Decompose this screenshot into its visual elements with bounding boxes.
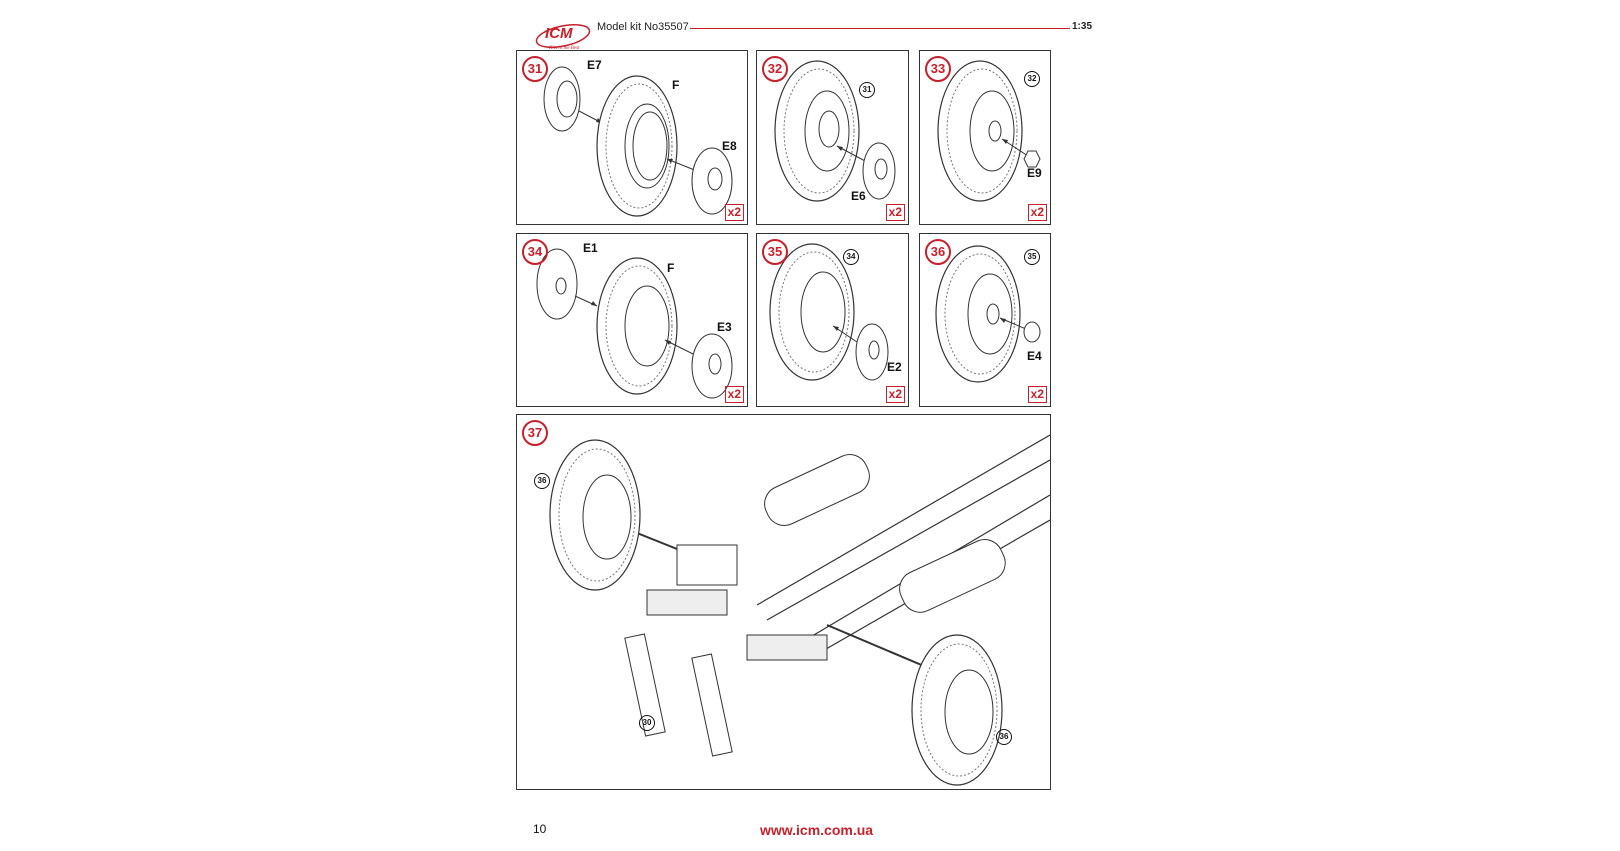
part-label: E9 [1027,166,1042,180]
website-link[interactable]: www.icm.com.ua [760,822,874,838]
wheel-assembly-illustration [774,60,896,202]
step-number-badge: 36 [925,239,951,265]
previous-step-ref: 34 [843,249,859,265]
step-36-panel: 36 35 E4 x2 [919,233,1051,407]
part-label: E8 [722,139,737,153]
logo-text: ICM [545,25,573,42]
step-32-panel: 32 31 E6 x2 [756,50,909,225]
step-35-panel: 35 34 E2 x2 [756,233,909,407]
part-label: F [667,261,675,275]
previous-step-ref: 30 [639,715,655,731]
part-label: E7 [587,58,602,72]
icm-logo: ICM Kits in the Best [535,20,593,52]
previous-step-ref: 31 [859,82,875,98]
previous-step-ref: 35 [1024,249,1040,265]
part-label: E2 [887,360,902,374]
wheel-assembly-illustration [536,248,733,399]
page-number: 10 [533,822,547,836]
quantity-multiplier: x2 [1027,204,1047,221]
quantity-multiplier: x2 [885,204,905,221]
part-label: E4 [1027,349,1042,363]
previous-step-ref: 32 [1024,71,1040,87]
step-33-panel: 33 32 E9 x2 [919,50,1051,225]
step-number-badge: 32 [762,56,788,82]
quantity-multiplier: x2 [724,386,744,403]
step-number-badge: 34 [522,239,548,265]
wheel-assembly-illustration [543,66,733,217]
step-number-badge: 31 [522,56,548,82]
quantity-multiplier: x2 [885,386,905,403]
kit-number: Model kit No35507 [597,21,689,33]
scale-label: 1:35 [1072,21,1093,32]
part-label: E1 [583,241,598,255]
wheel-assembly-illustration [937,60,1041,202]
step-number-badge: 33 [925,56,951,82]
step-31-panel: 31 E7 F E8 x2 [516,50,748,225]
header-divider [690,28,1070,29]
step-number-badge: 37 [522,420,548,446]
quantity-multiplier: x2 [724,204,744,221]
step-34-panel: 34 E1 F E3 x2 [516,233,748,407]
quantity-multiplier: x2 [1027,386,1047,403]
logo-tagline: Kits in the Best [548,46,580,51]
part-label: E3 [717,320,732,334]
wheel-assembly-illustration [935,245,1041,383]
step-37-panel: 37 36 30 36 [516,414,1051,790]
previous-step-ref: 36 [534,473,550,489]
wheel-assembly-illustration [769,243,889,381]
part-label: F [672,78,680,92]
previous-step-ref: 36 [996,729,1012,745]
chassis-assembly-illustration [549,434,1050,786]
part-label: E6 [851,189,866,203]
step-number-badge: 35 [762,239,788,265]
